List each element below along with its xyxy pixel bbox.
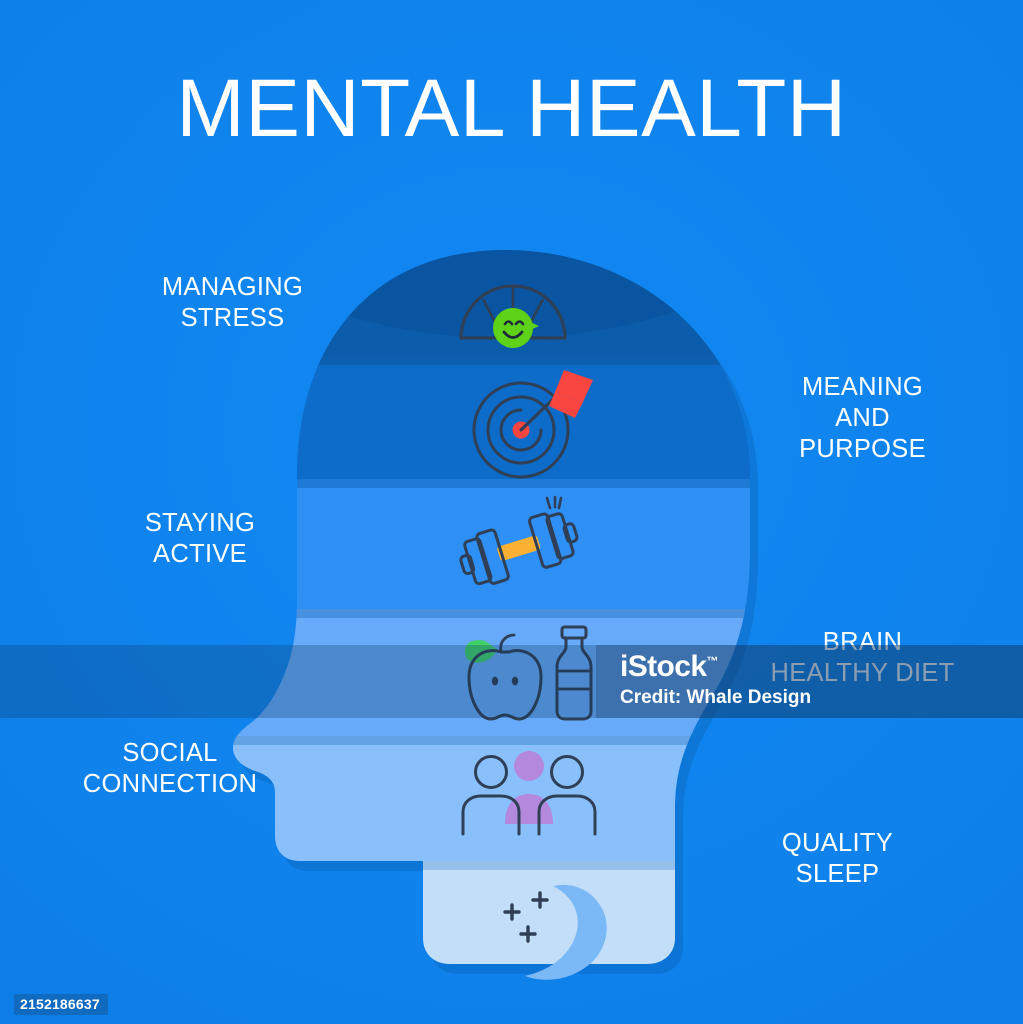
trademark-symbol: ™ (706, 654, 718, 668)
band-staying-active (233, 479, 750, 609)
label-managing-stress: MANAGING STRESS (161, 273, 304, 332)
watermark-credit: Credit: Whale Design (620, 687, 812, 708)
moon-stars-icon (503, 884, 607, 980)
apple-bottle-icon (465, 625, 593, 721)
target-dart-icon (472, 370, 593, 479)
istock-logo-text: iStock (620, 650, 707, 683)
people-group-icon (461, 751, 597, 836)
label-meaning-purpose: MEANING AND PURPOSE (799, 373, 926, 463)
label-social-connection: SOCIAL CONNECTION (82, 739, 258, 798)
head-diagram (205, 248, 815, 980)
istock-logo: iStock™ (620, 652, 718, 682)
label-brain-healthy-diet: BRAIN HEALTHY DIET (770, 628, 955, 687)
label-quality-sleep: QUALITY SLEEP (781, 829, 894, 888)
asset-id: 2152186637 (14, 994, 108, 1015)
page-title: MENTAL HEALTH (176, 63, 847, 154)
label-staying-active: STAYING ACTIVE (144, 509, 256, 568)
band-brain-healthy-diet (233, 609, 750, 736)
stress-gauge-icon (459, 284, 567, 348)
dumbbell-icon (459, 495, 579, 586)
